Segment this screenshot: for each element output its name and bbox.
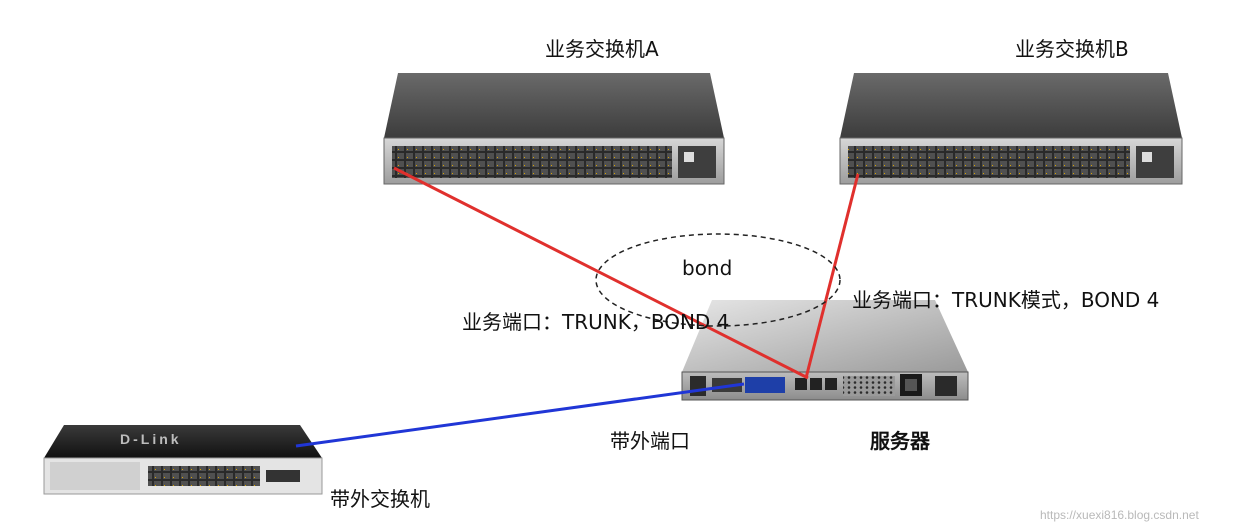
oob-port-label: 带外端口	[610, 429, 690, 453]
switch-a-label: 业务交换机A	[545, 37, 659, 61]
switch-b-device	[839, 73, 1183, 185]
bond-label: bond	[682, 256, 733, 280]
port-left-label: 业务端口：TRUNK，BOND 4	[462, 310, 730, 334]
switch-b-label: 业务交换机B	[1015, 37, 1129, 61]
bond-ellipse	[595, 233, 841, 327]
oob-switch-label: 带外交换机	[330, 487, 430, 511]
dlink-logo: D-Link	[120, 431, 182, 447]
port-right-label: 业务端口：TRUNK模式，BOND 4	[852, 288, 1160, 312]
link-switch-a-to-server	[393, 166, 809, 380]
watermark: https://xuexi816.blog.csdn.net	[1040, 508, 1199, 522]
link-switch-b-to-server	[804, 173, 860, 379]
link-oob-switch-to-server	[295, 382, 745, 448]
switch-a-device	[383, 73, 725, 185]
oob-switch-device	[43, 425, 323, 495]
server-label: 服务器	[870, 429, 930, 453]
server-device	[681, 300, 969, 401]
